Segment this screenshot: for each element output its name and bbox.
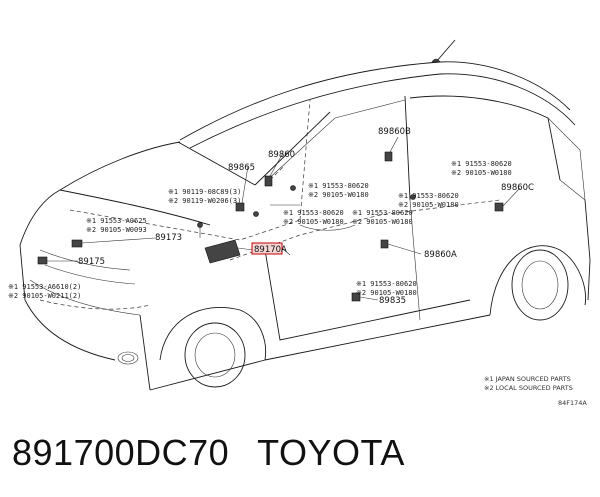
note-g2: ※2 90105-W0093 (86, 226, 147, 234)
legend-local-sourced: ※2 LOCAL SOURCED PARTS (484, 384, 573, 392)
part-label-89860: 89860 (268, 150, 295, 160)
note-b1: ※1 91553-80620 (308, 182, 369, 190)
note-i2: ※2 90105-W0180 (356, 289, 417, 297)
legend-japan-sourced: ※1 JAPAN SOURCED PARTS (484, 375, 571, 383)
highlighted-part-box (251, 242, 283, 255)
note-c2: ※2 90105-W0180 (398, 201, 459, 209)
caption: 891700DC70 TOYOTA (12, 432, 405, 474)
airbag-sensor-assembly-icon (204, 239, 241, 264)
note-c1: ※1 91553-80620 (398, 192, 459, 200)
note-a1: ※1 90119-08C89(3) (168, 188, 241, 196)
legend: ※1 JAPAN SOURCED PARTS ※2 LOCAL SOURCED … (484, 375, 587, 407)
note-f2: ※2 90105-W0180 (352, 218, 413, 226)
part-label-89860C: 89860C (501, 183, 534, 193)
part-label-89175: 89175 (78, 257, 105, 267)
part-label-89170A: 89170A (254, 245, 287, 255)
note-i1: ※1 91553-80620 (356, 280, 417, 288)
figure-code: 84F174A (558, 399, 587, 407)
part-label-89865: 89865 (228, 163, 255, 173)
note-e2: ※2 90105-W0180 (283, 218, 344, 226)
note-g1: ※1 91553-A0625 (86, 217, 147, 225)
part-label-89835: 89835 (379, 296, 406, 306)
fastener-notes: ※1 90119-08C89(3) ※2 90119-W0206(3) ※1 9… (8, 160, 512, 300)
note-b2: ※2 90105-W0180 (308, 191, 369, 199)
part-number-text: 891700DC70 (12, 432, 230, 473)
part-label-89860A: 89860A (424, 250, 457, 260)
car-airbag-sensor-diagram: 89860 89860B 89860C 89860A 89865 89173 8… (8, 39, 591, 407)
part-labels: 89860 89860B 89860C 89860A 89865 89173 8… (78, 127, 534, 306)
note-d2: ※2 90105-W0180 (451, 169, 512, 177)
part-label-89173: 89173 (155, 233, 182, 243)
note-h2: ※2 90105-W0211(2) (8, 292, 81, 300)
note-f1: ※1 91553-80620 (352, 209, 413, 217)
note-e1: ※1 91553-80620 (283, 209, 344, 217)
part-label-89860B: 89860B (378, 127, 411, 137)
note-h1: ※1 91553-A6610(2) (8, 283, 81, 291)
sensor-components (37, 151, 504, 302)
note-a2: ※2 90119-W0206(3) (168, 197, 241, 205)
leader-lines (46, 136, 521, 301)
brand-text: TOYOTA (257, 432, 405, 473)
car-outline (19, 39, 591, 391)
note-d1: ※1 91553-80620 (451, 160, 512, 168)
